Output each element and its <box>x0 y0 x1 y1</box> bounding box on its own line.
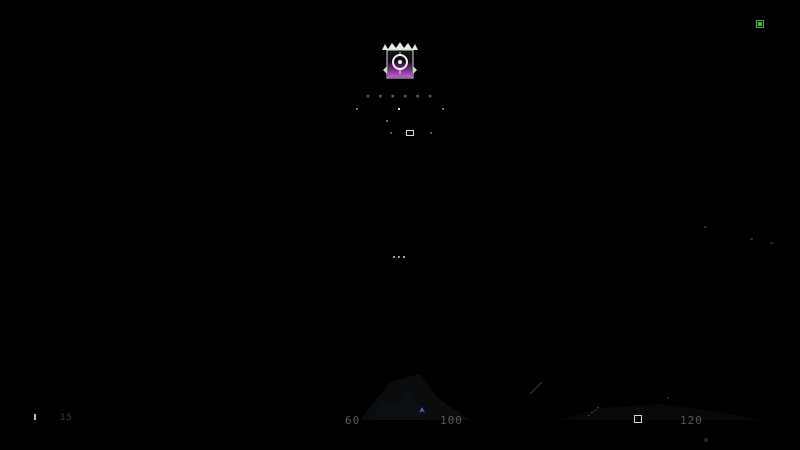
objective-tick <box>430 132 432 134</box>
compass-heading: 15 <box>60 413 73 423</box>
objective-marker: ▪ ▪ ▪ ▪ ▪ ▪ <box>356 36 444 146</box>
compass-heading: 120 <box>680 414 703 427</box>
distant-marker <box>750 238 753 240</box>
player-heading-icon <box>419 407 425 413</box>
crosshair-dots-icon <box>393 255 407 259</box>
compass-heading: 100 <box>440 414 463 427</box>
compass-bar: 15 60 100 120 <box>0 405 800 435</box>
waypoint-square-icon <box>634 415 642 423</box>
status-indicator-icon <box>756 20 764 28</box>
objective-tick <box>386 120 388 122</box>
objective-target-icon <box>382 42 418 79</box>
distant-marker <box>704 226 707 228</box>
distant-marker <box>770 242 773 244</box>
terrain-silhouette <box>360 374 760 442</box>
compass-heading: 60 <box>345 414 361 427</box>
waypoint-square-icon <box>406 130 414 136</box>
compass-left-tick <box>34 414 36 420</box>
objective-distance-dots <box>352 108 448 112</box>
objective-tick <box>390 132 392 134</box>
objective-label: ▪ ▪ ▪ ▪ ▪ ▪ <box>365 92 435 100</box>
